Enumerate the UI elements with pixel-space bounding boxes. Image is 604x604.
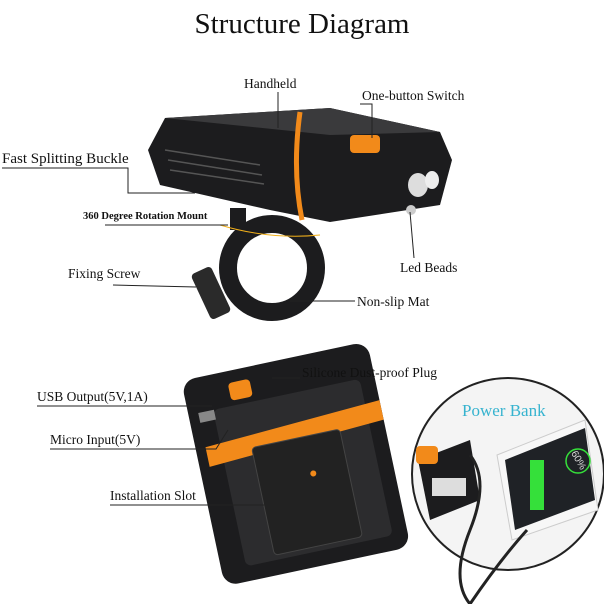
power-bank-inset: [411, 377, 604, 604]
leader-lines: [2, 92, 415, 506]
bike-light-bottom: [183, 343, 409, 584]
label-non-slip-mat: Non-slip Mat: [357, 294, 430, 309]
label-micro-input: Micro Input(5V): [50, 432, 141, 447]
page-title: Structure Diagram: [194, 8, 410, 40]
handlebar-mount: [191, 208, 325, 321]
bike-light-top: [148, 108, 452, 222]
switch-button: [350, 135, 380, 153]
charge-bar: [530, 460, 544, 510]
label-led-beads: Led Beads: [400, 260, 458, 275]
inset-title: Power Bank: [462, 401, 546, 420]
label-one-button-switch: One-button Switch: [362, 88, 465, 103]
label-fast-splitting-buckle: Fast Splitting Buckle: [2, 151, 129, 167]
label-installation-slot: Installation Slot: [110, 488, 196, 503]
label-fixing-screw: Fixing Screw: [68, 266, 141, 281]
label-dust-proof-plug: Silicone Dust-proof Plug: [302, 365, 437, 380]
label-rotation-mount: 360 Degree Rotation Mount: [83, 211, 208, 222]
label-handheld: Handheld: [244, 76, 297, 91]
label-usb-output: USB Output(5V,1A): [37, 389, 148, 404]
